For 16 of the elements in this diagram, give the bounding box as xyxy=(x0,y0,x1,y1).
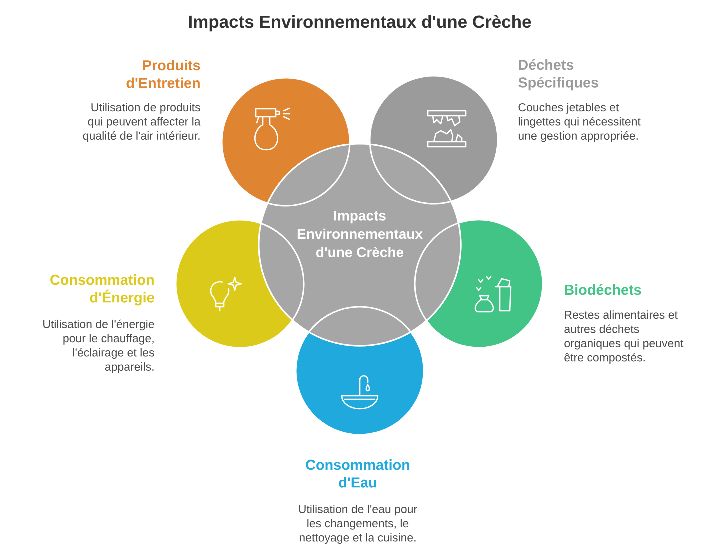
heading: Déchets Spécifiques xyxy=(518,59,598,91)
heading: Consommation d'Énergie xyxy=(50,274,154,306)
description: Utilisation de l'eau pour les changements, le nettoyage et la cuisine. xyxy=(299,504,418,544)
description: Couches jetables et lingettes qui nécessitent une gestion appropriée. xyxy=(518,103,641,142)
circle xyxy=(221,77,351,204)
title: Impacts Environnementaux d'une Crèche xyxy=(189,15,532,32)
circle xyxy=(175,219,293,349)
description: Utilisation de l'énergie pour le chauffage, l'éclairage et les appareils. xyxy=(44,320,154,374)
circle xyxy=(369,75,499,202)
heading: Consommation d'Eau xyxy=(306,460,410,488)
circle xyxy=(426,219,544,349)
description: Restes alimentaires et autres déchets organiques qui peuvent être compostés. xyxy=(564,310,684,364)
heading: Produits d'Entretien xyxy=(126,60,200,88)
heading: Biodéchets xyxy=(565,284,642,296)
circle xyxy=(295,332,425,436)
description: Utilisation de produits qui peuvent affecter la qualité de l'air intérieur. xyxy=(83,103,201,142)
